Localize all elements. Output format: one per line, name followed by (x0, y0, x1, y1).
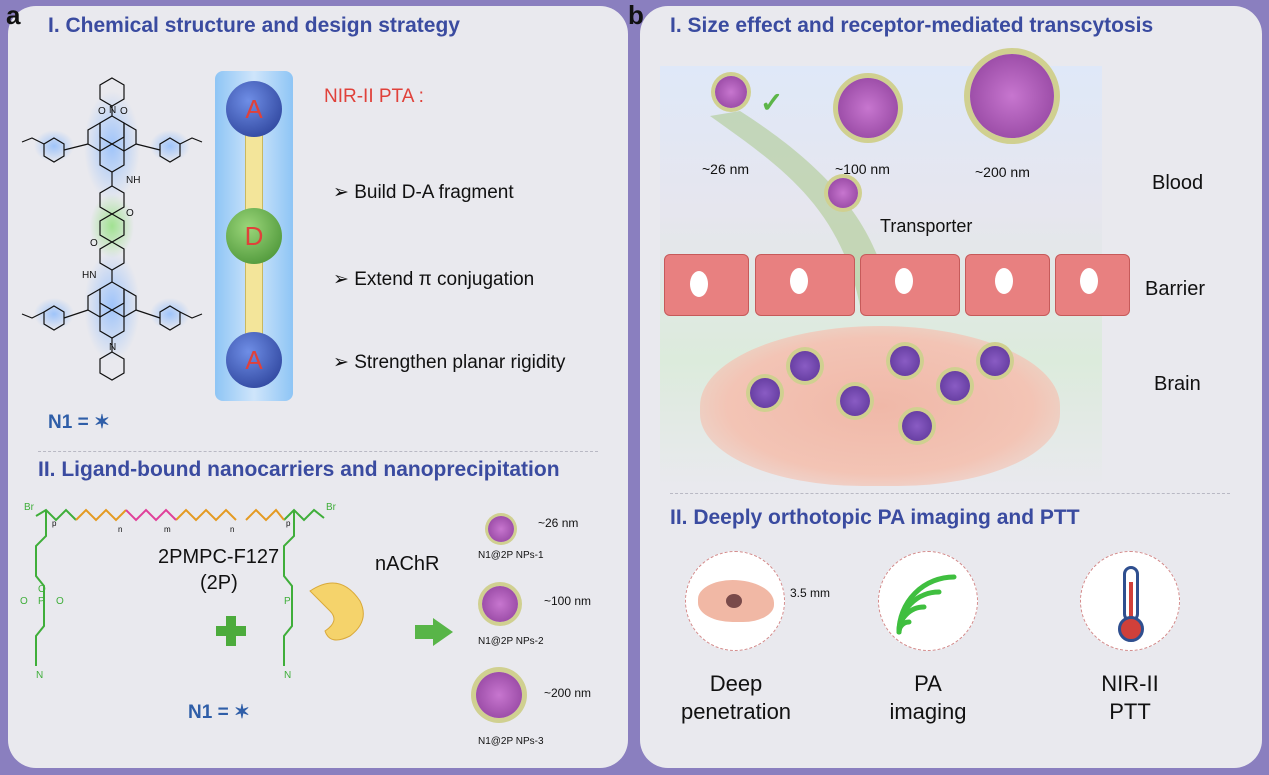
pa-imaging-label-line1: PA (914, 671, 942, 696)
tumor-icon (726, 594, 742, 608)
panel-a: I. Chemical structure and design strateg… (8, 6, 628, 768)
section-title-size-effect: I. Size effect and receptor-mediated tra… (670, 14, 1154, 37)
section-divider-a (38, 451, 598, 452)
strategy-heading: NIR-II PTA : (324, 86, 424, 107)
atom-label-nh: NH (126, 175, 140, 186)
receptor-label: nAChR (375, 553, 440, 575)
nanoparticle-in-brain (902, 411, 932, 441)
ptt-label-line2: PTT (1109, 699, 1151, 724)
atom-label-hn: HN (82, 270, 96, 281)
polymer-structure: Br Br p n m n p O P O O N P N (20, 502, 364, 681)
bullet-planar-rigidity: ➢ Strengthen planar rigidity (333, 352, 566, 373)
depth-label: 3.5 mm (790, 586, 831, 600)
nanoparticle-in-brain (750, 378, 780, 408)
svg-text:N: N (109, 342, 116, 353)
np-label: N1@2P NPs-3 (478, 736, 544, 747)
nanoparticle-200nm (476, 672, 522, 718)
star-icon: ✶ (93, 412, 110, 433)
n1-legend-bottom: N1 = ✶ (188, 702, 250, 723)
nanoparticle-200nm (970, 54, 1054, 138)
nanoparticle-transporter-bound (828, 178, 858, 208)
acceptor-unit-bottom: A (226, 332, 282, 388)
svg-text:O: O (56, 596, 64, 607)
acceptor-unit-top: A (226, 81, 282, 137)
arrow-right-icon (433, 618, 453, 646)
polymer-name: 2PMPC-F127 (158, 546, 280, 568)
svg-text:Br: Br (326, 502, 337, 513)
svg-text:p: p (52, 519, 57, 528)
svg-text:O: O (38, 584, 46, 595)
ptt-icon (1080, 551, 1180, 651)
donor-glow (90, 194, 134, 258)
svg-text:P: P (284, 596, 291, 607)
pa-imaging-label-line2: imaging (889, 699, 967, 724)
deep-penetration-label-line2: penetration (680, 699, 792, 724)
nanoparticle-in-brain (940, 371, 970, 401)
np-label: N1@2P NPs-1 (478, 550, 544, 561)
acceptor-glow-top (84, 91, 140, 201)
region-label-blood: Blood (1152, 172, 1204, 194)
nachr-receptor-icon (309, 582, 364, 641)
ptt-label-line1: NIR-II (1101, 671, 1159, 696)
svg-text:O: O (20, 596, 28, 607)
section-divider-b (670, 493, 1230, 494)
plus-icon (216, 616, 246, 646)
nanoparticle-in-brain (840, 386, 870, 416)
n1-legend-top: N1 = ✶ (48, 412, 110, 433)
nanoparticle-in-brain (890, 346, 920, 376)
pa-imaging-icon (878, 551, 978, 651)
region-label-barrier: Barrier (1145, 278, 1206, 300)
svg-text:m: m (164, 525, 171, 534)
svg-text:N: N (109, 105, 116, 116)
svg-text:O: O (126, 208, 134, 219)
svg-text:P: P (38, 596, 45, 607)
star-icon: ✶ (233, 702, 250, 723)
pa-signal-waves-icon (896, 574, 957, 635)
svg-text:O: O (120, 106, 128, 117)
deep-penetration-label-line1: Deep (709, 671, 763, 696)
donor-unit: D (226, 208, 282, 264)
section-title-pa-imaging-ptt: II. Deeply orthotopic PA imaging and PTT (670, 506, 1080, 529)
svg-text:N: N (284, 670, 291, 681)
svg-text:Br: Br (24, 502, 35, 513)
nanoparticle-26nm (715, 76, 747, 108)
bullet-build-da: ➢ Build D-A fragment (333, 182, 514, 203)
section-title-nanocarriers: II. Ligand-bound nanocarriers and nanopr… (38, 458, 560, 481)
panel-letter-a: a (6, 0, 21, 30)
atom-label-o: O (98, 106, 106, 117)
polymer-abbrev: (2P) (200, 572, 238, 594)
svg-text:n: n (118, 525, 122, 534)
acceptor-glow-bottom (84, 251, 140, 361)
deep-penetration-icon (685, 551, 785, 651)
panel-letter-b: b (628, 0, 644, 30)
nanoparticle-in-brain (980, 346, 1010, 376)
transporter-label: Transporter (880, 216, 973, 236)
nanoparticle-100nm (838, 78, 898, 138)
nanoparticle-in-brain (790, 351, 820, 381)
nanoparticle-100nm (482, 586, 518, 622)
np-label: N1@2P NPs-2 (478, 636, 544, 647)
region-label-brain: Brain (1154, 373, 1201, 395)
svg-text:n: n (230, 525, 234, 534)
amine-label: N (36, 670, 43, 681)
svg-text:O: O (90, 238, 98, 249)
checkmark-icon: ✓ (760, 87, 784, 118)
svg-text:p: p (286, 519, 291, 528)
bullet-extend-pi: ➢ Extend π conjugation (333, 269, 535, 290)
n1-molecule-structure: O O N NH HN O O N (21, 77, 203, 381)
nanoparticle-26nm (488, 516, 514, 542)
panel-b: I. Size effect and receptor-mediated tra… (640, 6, 1262, 768)
section-title-chemical-structure: I. Chemical structure and design strateg… (48, 14, 460, 37)
